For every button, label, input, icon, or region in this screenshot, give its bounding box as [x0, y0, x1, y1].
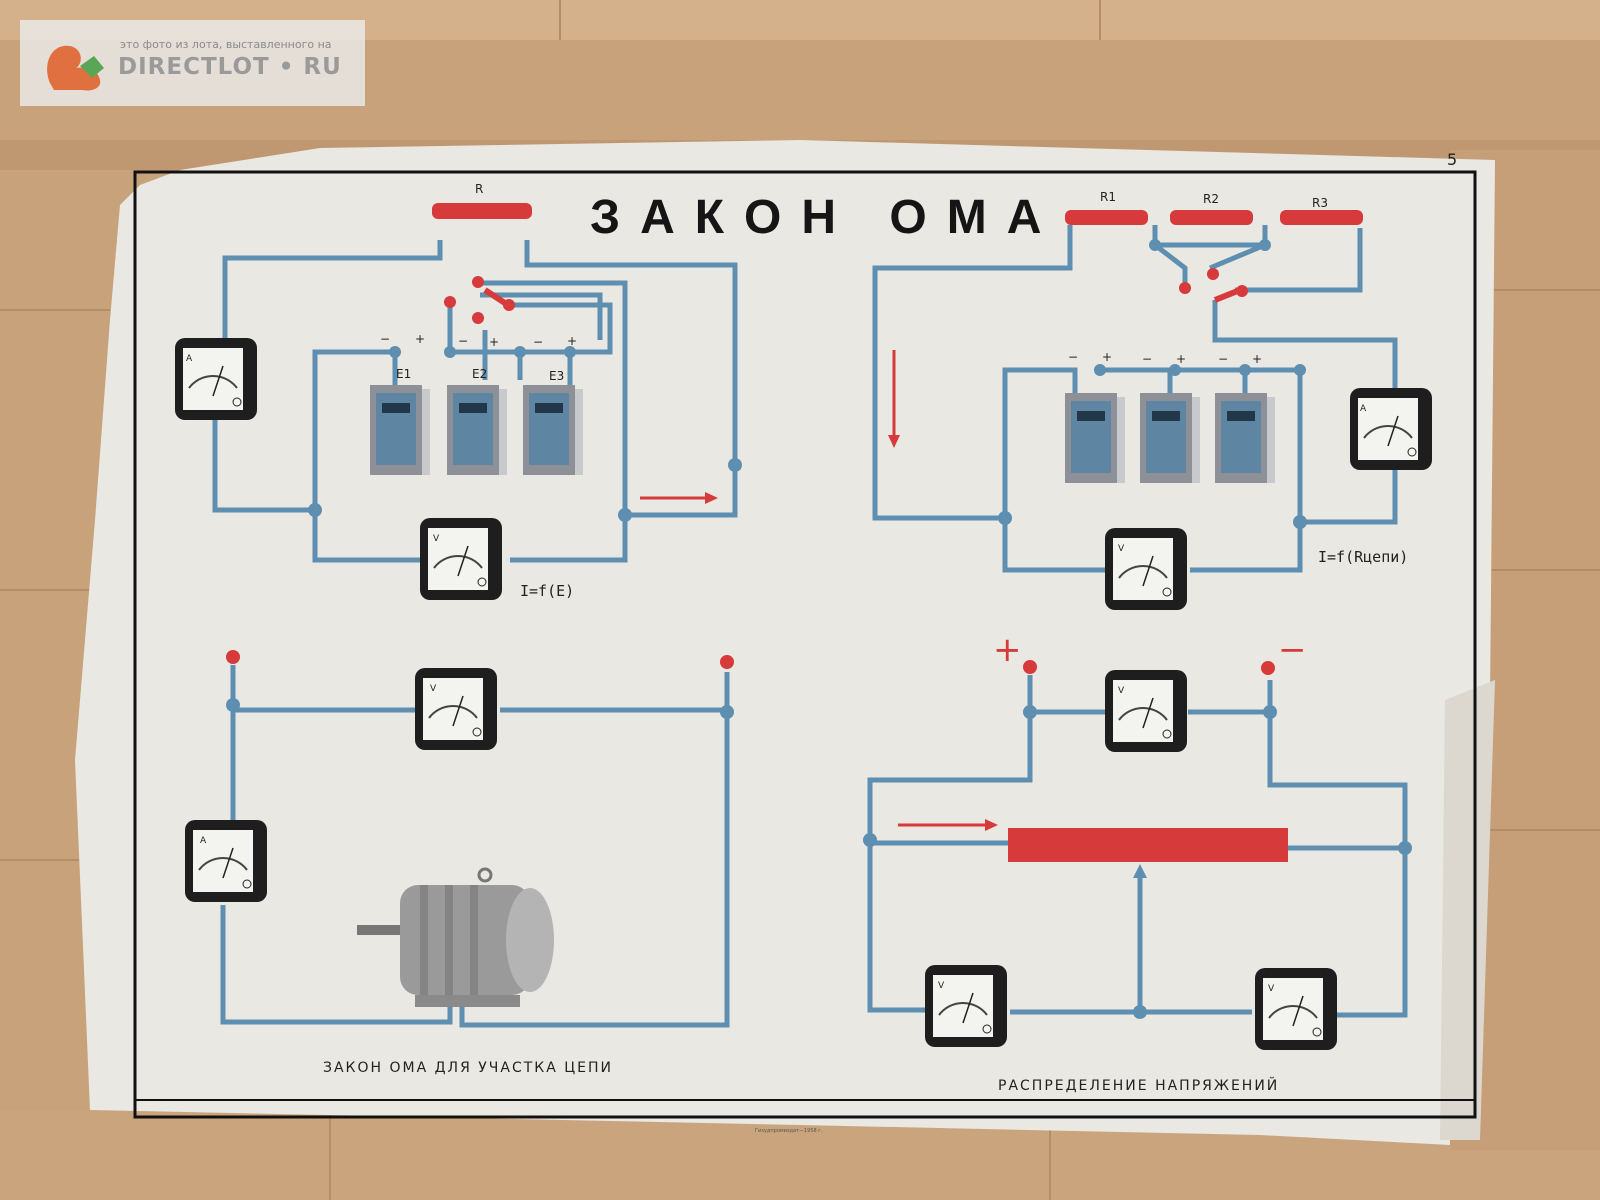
battery-label-e1: E1	[396, 367, 412, 381]
meter-symbol-a-3: A	[200, 836, 207, 846]
resistor-label-r3: R3	[1312, 196, 1328, 210]
watermark-banner: это фото из лота, выставленного на DIREC…	[20, 20, 365, 106]
polarity-plus-e3: +	[567, 334, 578, 348]
circuit-section-nodes	[226, 650, 734, 719]
circuit-emf	[212, 240, 738, 563]
battery-e1	[370, 385, 430, 475]
caption-voltage-distribution: РАСПРЕДЕЛЕНИЕ НАПРЯЖЕНИЙ	[998, 1078, 1280, 1094]
watermark-caption: это фото из лота, выставленного на	[120, 38, 332, 51]
polarity-minus-e1: −	[380, 332, 391, 346]
polarity-minus-r1: −	[1068, 350, 1079, 364]
polarity-plus-r2: +	[1176, 352, 1187, 366]
meter-symbol-a-2: A	[1360, 404, 1367, 414]
resistor-label-r2: R2	[1203, 192, 1219, 206]
meter-symbol-v-5: V	[938, 981, 945, 991]
voltmeter-top-right	[1104, 527, 1188, 611]
circuit-resistance-red-parts	[888, 210, 1363, 448]
voltmeter-top-left	[419, 517, 503, 601]
terminal-minus-sign: −	[1278, 630, 1307, 670]
sheet-number: 5	[1447, 150, 1458, 169]
battery-r3	[1215, 393, 1275, 483]
voltmeter-bottom-right-top	[1104, 669, 1188, 753]
battery-label-e2: E2	[472, 367, 488, 381]
battery-e2	[447, 385, 507, 475]
battery-r2	[1140, 393, 1200, 483]
circuit-resistance-nodes	[998, 239, 1307, 529]
caption-circuit-section: ЗАКОН ОМА ДЛЯ УЧАСТКА ЦЕПИ	[323, 1060, 613, 1076]
meter-symbol-v-6: V	[1268, 984, 1275, 994]
polarity-plus-r1: +	[1102, 350, 1113, 364]
meter-symbol-v-3: V	[430, 684, 437, 694]
meter-symbol-v-4: V	[1118, 686, 1125, 696]
circuit-voltage-distribution	[867, 675, 1408, 1018]
ammeter-bottom-left	[184, 819, 268, 903]
formula-emf: I=f(E)	[520, 582, 575, 600]
circuit-resistance	[872, 225, 1398, 573]
squirrel-logo-icon	[47, 45, 104, 91]
battery-label-e3: E3	[549, 369, 565, 383]
polarity-minus-r3: −	[1218, 352, 1229, 366]
battery-r1	[1065, 393, 1125, 483]
resistor-label-r1: R1	[1100, 190, 1116, 204]
meter-symbol-v-2: V	[1118, 544, 1125, 554]
polarity-plus-r3: +	[1252, 352, 1263, 366]
terminal-plus-sign: +	[993, 630, 1022, 670]
ammeter-top-right	[1349, 387, 1433, 471]
meter-symbol-v-1: V	[433, 534, 440, 544]
circuit-voltage-distribution-nodes	[863, 660, 1412, 1019]
voltmeter-bottom-right-right	[1254, 967, 1338, 1051]
ammeter-top-left	[174, 337, 258, 421]
formula-resistance: I=f(Rцепи)	[1318, 548, 1409, 566]
poster-title: ЗАКОН ОМА	[590, 191, 1062, 244]
polarity-minus-r2: −	[1142, 352, 1153, 366]
voltmeter-bottom-left	[414, 667, 498, 751]
circuit-emf-red-parts	[432, 203, 718, 504]
polarity-plus-e1: +	[415, 332, 426, 346]
battery-e3	[523, 385, 583, 475]
polarity-minus-e3: −	[533, 335, 544, 349]
watermark-brand: DIRECTLOT • RU	[118, 54, 342, 80]
voltmeter-bottom-right-left	[924, 964, 1008, 1048]
polarity-plus-e2: +	[489, 335, 500, 349]
electric-motor	[357, 867, 554, 1007]
circuit-emf-nodes	[308, 346, 742, 522]
resistor-label-r: R	[475, 182, 484, 196]
polarity-minus-e2: −	[458, 334, 469, 348]
meter-symbol-a-1: A	[186, 354, 193, 364]
publisher-imprint: Гизудпромиздат—1958 г.	[755, 1128, 823, 1134]
